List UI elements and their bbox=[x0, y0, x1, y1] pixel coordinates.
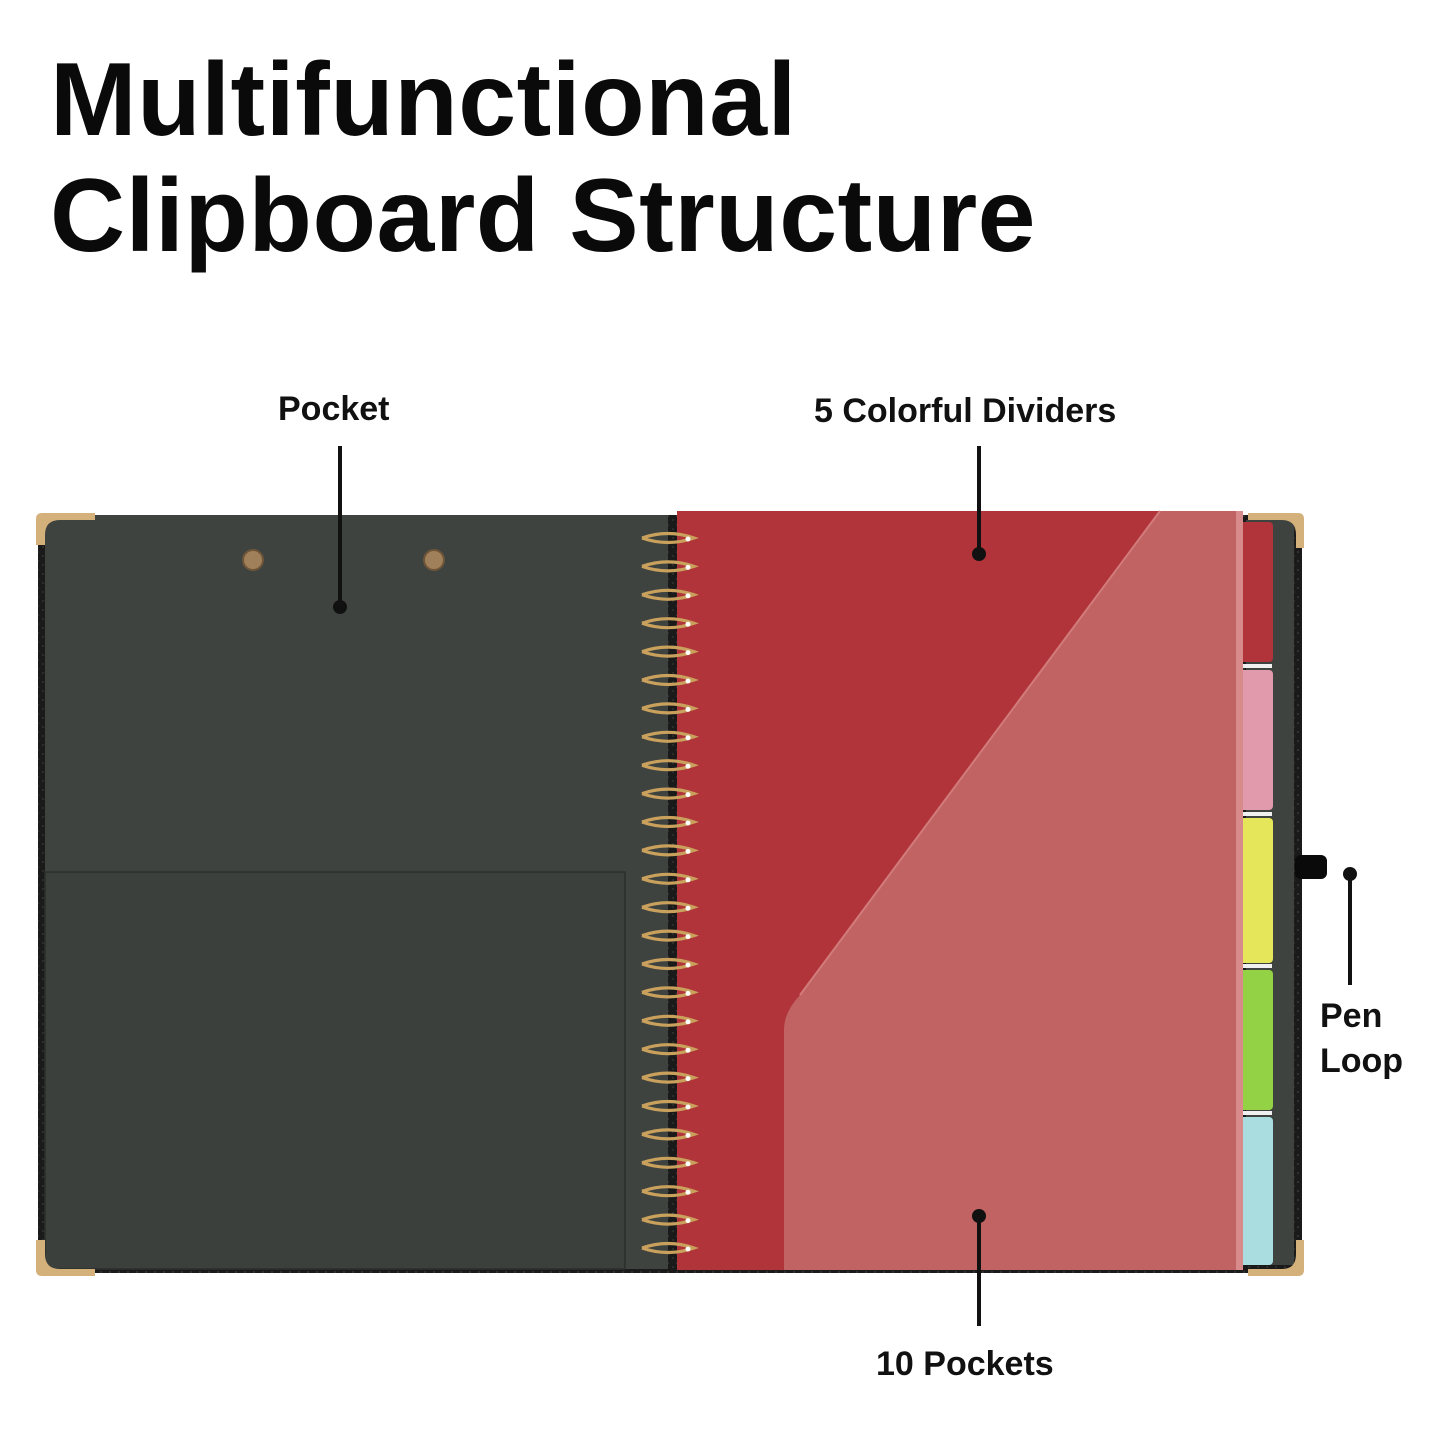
spiral-coil bbox=[641, 617, 699, 630]
binding-hole bbox=[685, 1161, 691, 1167]
spiral-coil bbox=[641, 1213, 699, 1226]
corner-top-right bbox=[1248, 513, 1304, 548]
spiral-coil bbox=[641, 815, 699, 829]
spiral-coil bbox=[641, 1185, 699, 1198]
spiral-coil bbox=[641, 901, 699, 914]
spiral-coil bbox=[641, 673, 699, 687]
binding-hole bbox=[685, 621, 691, 627]
binding-hole bbox=[685, 564, 691, 570]
snap-button-left bbox=[242, 549, 264, 571]
binding-hole bbox=[685, 962, 691, 968]
spiral-coil bbox=[641, 986, 699, 999]
divider-tab-blue bbox=[1238, 1117, 1273, 1265]
binding-hole bbox=[685, 820, 691, 826]
leader-dot-pen-loop bbox=[1343, 867, 1357, 881]
divider-tab-green bbox=[1238, 970, 1273, 1110]
callout-pocket: Pocket bbox=[278, 390, 390, 428]
page-title: Multifunctional Clipboard Structure bbox=[50, 42, 1036, 274]
binding-hole bbox=[685, 934, 691, 940]
spiral-coil bbox=[641, 957, 699, 971]
spiral-binding bbox=[641, 531, 699, 1255]
binding-hole bbox=[685, 848, 691, 854]
divider-tab-red bbox=[1238, 522, 1273, 662]
callout-pen-loop: Pen Loop bbox=[1320, 997, 1404, 1080]
spiral-coil bbox=[641, 759, 699, 772]
spiral-coil bbox=[641, 1071, 699, 1084]
spiral-coil bbox=[641, 929, 699, 942]
binding-hole bbox=[685, 650, 691, 656]
spiral-coil bbox=[641, 588, 699, 601]
binding-hole bbox=[685, 1218, 691, 1224]
binding-hole bbox=[685, 1104, 691, 1110]
binding-hole bbox=[685, 706, 691, 712]
spiral-coil bbox=[641, 730, 699, 743]
clear-pocket bbox=[784, 511, 1243, 1270]
binding-hole bbox=[685, 763, 691, 769]
spiral-coil bbox=[641, 787, 699, 800]
spiral-coil bbox=[641, 844, 699, 857]
spiral-coil bbox=[641, 1043, 699, 1056]
leader-line-pen-loop bbox=[1348, 875, 1352, 985]
spiral-coil bbox=[641, 1099, 699, 1113]
spiral-coil bbox=[641, 531, 699, 545]
binding-hole bbox=[685, 792, 691, 798]
binding-hole bbox=[685, 990, 691, 996]
divider-tab-pink bbox=[1238, 670, 1273, 810]
divider-tab-yellow bbox=[1238, 818, 1273, 963]
spiral-coil bbox=[641, 645, 699, 658]
binding-hole bbox=[685, 1246, 691, 1252]
corner-bottom-left bbox=[36, 1240, 95, 1276]
binding-hole bbox=[685, 1076, 691, 1082]
spiral-coil bbox=[641, 560, 699, 573]
spiral-coil bbox=[641, 1128, 699, 1141]
leader-dot-dividers bbox=[972, 547, 986, 561]
binding-hole bbox=[685, 1132, 691, 1138]
binding-hole bbox=[685, 905, 691, 911]
leader-line-pockets bbox=[977, 1216, 981, 1326]
binding-hole bbox=[685, 593, 691, 599]
title-line-1: Multifunctional bbox=[50, 42, 797, 158]
binding-hole bbox=[685, 877, 691, 883]
title-line-2: Clipboard Structure bbox=[50, 158, 1037, 274]
spiral-coil bbox=[641, 1156, 699, 1169]
spiral-coil bbox=[641, 872, 699, 885]
pen-loop bbox=[1295, 855, 1327, 879]
leader-line-dividers bbox=[977, 446, 981, 556]
lower-pocket bbox=[44, 871, 626, 1270]
callout-dividers: 5 Colorful Dividers bbox=[814, 392, 1117, 430]
leader-dot-pocket bbox=[333, 600, 347, 614]
corner-bottom-right bbox=[1248, 1240, 1304, 1276]
leader-line-pocket bbox=[338, 446, 342, 606]
binding-hole bbox=[685, 1019, 691, 1025]
spiral-coil bbox=[641, 1014, 699, 1027]
callout-pockets: 10 Pockets bbox=[876, 1345, 1054, 1383]
spiral-coil bbox=[641, 1241, 699, 1255]
spiral-coil bbox=[641, 702, 699, 715]
binding-hole bbox=[685, 1047, 691, 1053]
binding-hole bbox=[685, 536, 691, 542]
corner-top-left bbox=[36, 513, 95, 545]
snap-button-right bbox=[423, 549, 445, 571]
binding-hole bbox=[685, 678, 691, 684]
binding-hole bbox=[685, 1189, 691, 1195]
binding-hole bbox=[685, 735, 691, 741]
